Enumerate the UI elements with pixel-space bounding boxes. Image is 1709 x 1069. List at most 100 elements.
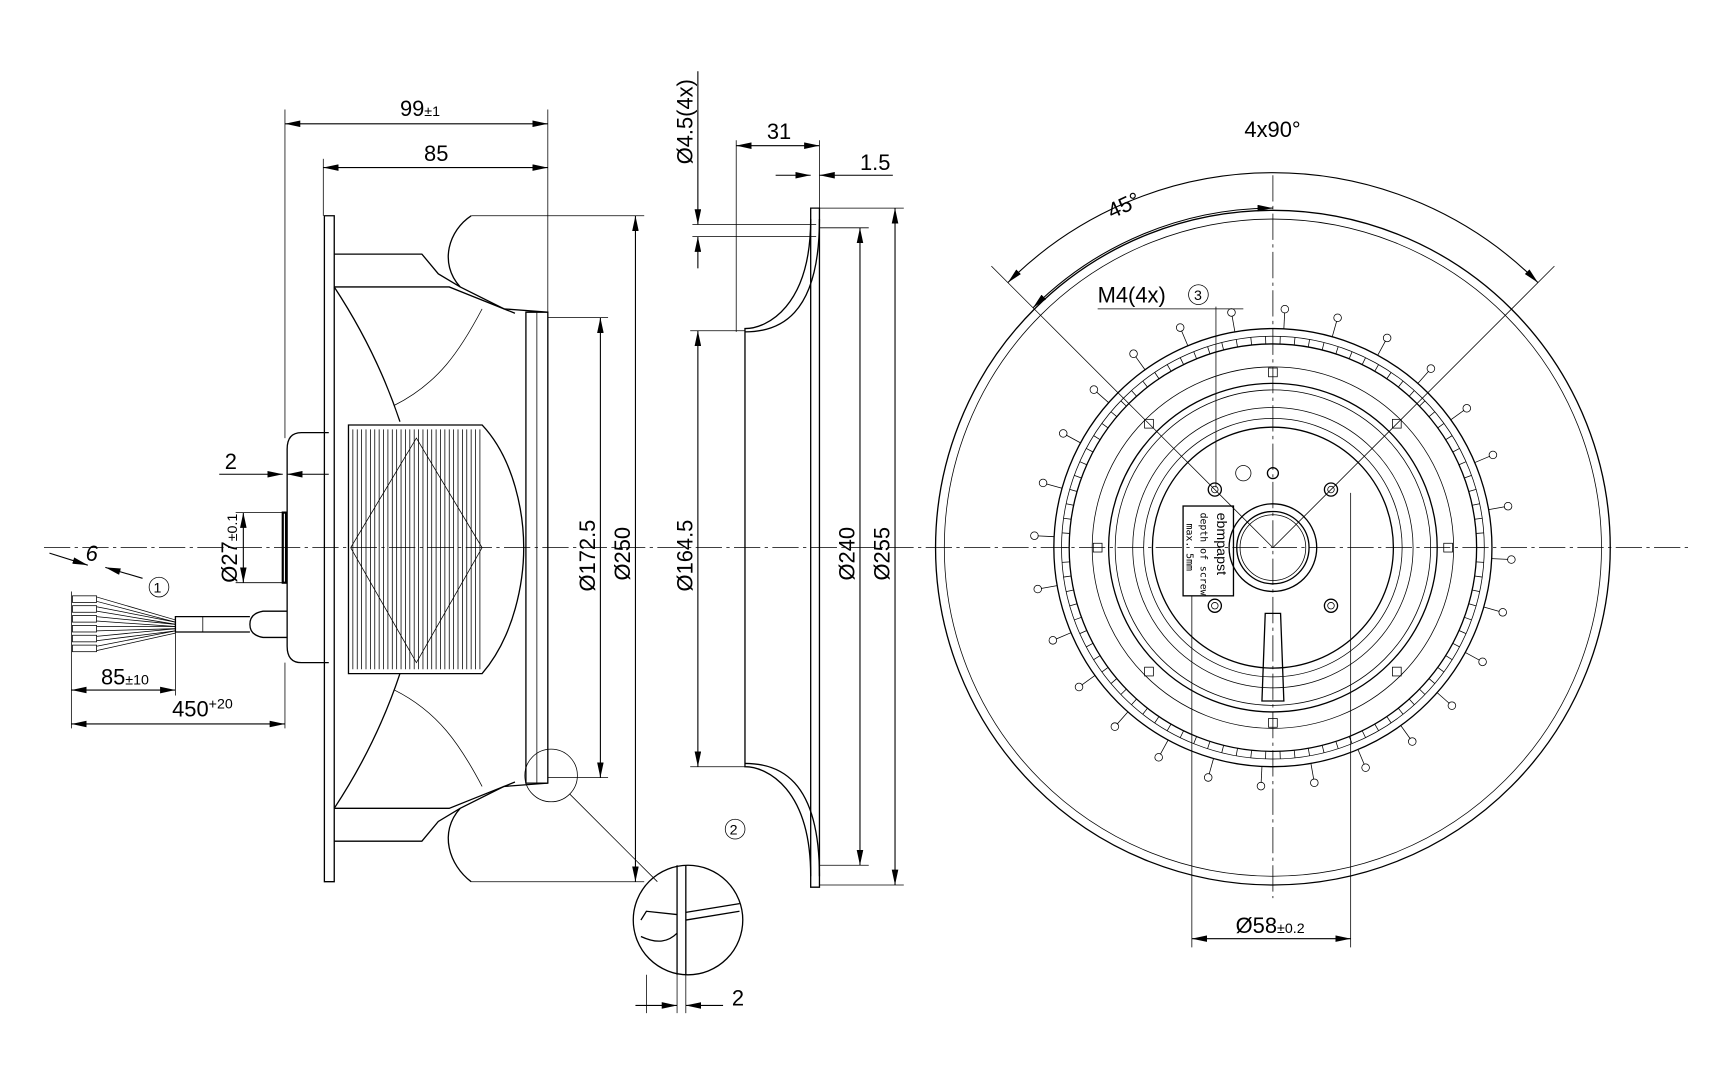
blade-hatch: [1386, 372, 1392, 379]
blade-bottom: [447, 807, 472, 883]
screw-hole-inner: [1327, 602, 1335, 610]
rivet: [1443, 542, 1453, 553]
blade-edge-top: [333, 286, 401, 422]
blade-hatch: [1428, 411, 1436, 417]
motor-hatch-diamond: [350, 437, 483, 664]
blade-hatch: [1474, 517, 1483, 520]
blade-tab: [1065, 434, 1081, 444]
blade-hatch: [1445, 655, 1453, 660]
blade-tab: [1488, 506, 1505, 511]
blade-tab-head: [1203, 773, 1213, 782]
dim-255: Ø255: [870, 527, 895, 581]
blade-tab: [1135, 356, 1146, 370]
blade-hatch: [1452, 448, 1460, 453]
wire-ferrule: [72, 605, 97, 613]
cable-gland: [249, 610, 288, 639]
blade-tab-head: [1478, 657, 1487, 667]
wire-bundle: [72, 595, 176, 653]
blade-hatch: [1142, 380, 1148, 388]
dim-172: Ø172.5: [575, 520, 600, 592]
blade-hatch: [1458, 461, 1467, 466]
blade-tab-head: [1154, 753, 1163, 762]
blade-hatch: [1166, 364, 1172, 372]
blade-hatch: [1250, 750, 1252, 758]
shroud-top: [334, 253, 548, 313]
blade-hatch: [1120, 688, 1127, 695]
outer-disc: [934, 209, 1611, 886]
blade-tab: [1181, 330, 1189, 346]
blade-tab-head: [1227, 308, 1236, 317]
blade-hatch: [1154, 716, 1160, 724]
screw-hole: [1207, 598, 1223, 613]
screw-hole-inner: [1327, 485, 1335, 494]
dim-85-wire: 85±10: [101, 665, 149, 690]
blade-tab-head: [1030, 531, 1039, 540]
screw-hole: [1266, 467, 1280, 480]
motor-outline: [1107, 382, 1438, 713]
blade-hatch: [1066, 503, 1074, 506]
blade-tab-head: [1129, 349, 1138, 358]
detail-view-circle: [632, 864, 744, 976]
blade-tab-head: [1333, 313, 1342, 323]
dim-4x90: 4x90°: [1244, 117, 1300, 142]
blade-tab-head: [1033, 584, 1042, 594]
blade-hatch: [1079, 461, 1087, 466]
detail-marker-circle: [524, 748, 578, 803]
blade-tab: [1096, 391, 1109, 403]
dim-27: Ø27±0.1: [217, 514, 242, 583]
screw-hole-inner: [1211, 602, 1219, 610]
blade-tab: [1208, 758, 1214, 775]
motor-fins: [352, 429, 481, 670]
blade-tab: [1436, 692, 1450, 704]
blade-hatch: [1321, 745, 1325, 753]
blade-tab: [1159, 739, 1169, 755]
callout-1: 1: [154, 581, 162, 597]
blade-hatch: [1207, 741, 1211, 749]
blade-tab: [1357, 749, 1365, 765]
blade-hatch: [1428, 678, 1436, 684]
wire-ferrule: [72, 595, 97, 603]
blade-hatch: [1476, 561, 1484, 563]
blade-tab: [1046, 483, 1063, 489]
blade-hatch: [1063, 517, 1072, 520]
blade-tab-head: [1488, 450, 1498, 460]
blade-tab: [1116, 711, 1129, 725]
dim-85: 85: [424, 141, 448, 166]
blade-hatch: [1066, 589, 1074, 592]
rivet: [1092, 542, 1103, 553]
blade-hatch: [1101, 423, 1109, 429]
inlet-profile-outer-top: [744, 219, 821, 333]
wire-ferrule: [72, 615, 97, 623]
blade-hatch: [1307, 339, 1310, 348]
front-view: ebmpapst depth of screw max. 5mm 4x90° 4…: [934, 117, 1611, 948]
blade-tab-head: [1038, 478, 1048, 488]
blade-tab: [1483, 606, 1500, 612]
blade-hatch: [1250, 337, 1252, 346]
blade-hatch: [1348, 351, 1353, 359]
blade-tab: [1260, 766, 1263, 783]
wire-ferrule: [72, 644, 97, 653]
blade-hatch: [1398, 707, 1404, 715]
blade-hatch: [1235, 339, 1238, 348]
blade-hatch: [1193, 351, 1197, 359]
ring: [1143, 418, 1403, 678]
blade-hatch: [1086, 448, 1094, 453]
blade-hatch: [1293, 337, 1296, 346]
dim-240: Ø240: [835, 527, 860, 581]
blade-hatch: [1074, 616, 1082, 621]
wire: [96, 616, 176, 625]
blade-hatch: [1408, 698, 1415, 705]
blade-hatch: [1221, 342, 1224, 351]
dim-450: 450+20: [172, 696, 233, 721]
shroud-bottom: [334, 782, 548, 842]
wire: [96, 630, 176, 647]
blade-hatch: [1374, 364, 1379, 372]
blade-hatch: [1086, 642, 1094, 648]
hub-spigot: [281, 511, 288, 584]
callout-circle-1: [148, 576, 170, 598]
detail-ring: [640, 910, 678, 942]
blade-hatch: [1472, 589, 1480, 592]
wire: [96, 628, 176, 632]
blade-tab-head: [1089, 385, 1099, 394]
dim-1-5: 1.5: [860, 150, 890, 175]
